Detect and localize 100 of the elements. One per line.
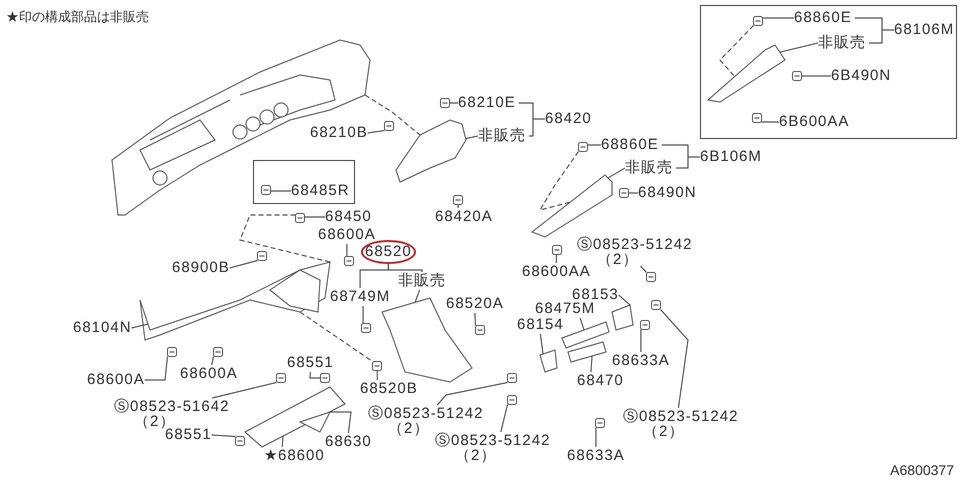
part-number: 68420A <box>435 208 493 226</box>
part-number: 6B490N <box>831 67 892 85</box>
assembly-line <box>538 151 579 211</box>
fastener-drawing <box>372 361 382 371</box>
fastener-drawing <box>640 320 650 330</box>
quantity-text: （2） <box>387 423 430 435</box>
leader-line <box>500 404 508 432</box>
fastener-drawing <box>257 251 267 261</box>
leader-line <box>449 102 458 104</box>
fastener-drawing <box>651 300 661 310</box>
leader-line <box>590 356 592 372</box>
leader-line <box>229 260 258 268</box>
fastener-drawing <box>578 142 588 152</box>
part-number: 68551 <box>287 354 334 372</box>
fastener-drawing <box>595 418 605 428</box>
lid-drawing <box>298 411 331 433</box>
leader-line <box>346 244 348 257</box>
fastener-drawing <box>384 121 394 131</box>
assembly-line <box>300 312 373 362</box>
leader-line <box>618 294 630 306</box>
quantity-text: （2） <box>133 416 176 428</box>
leader-line <box>640 329 642 352</box>
part-number: Ⓢ08523-51242 <box>368 405 484 422</box>
leader-line <box>309 372 321 378</box>
bracket-line <box>676 156 700 168</box>
part-number: 68490N <box>638 184 697 202</box>
part-number: 68633A <box>567 447 625 465</box>
fastener-drawing <box>320 373 330 383</box>
bracket-part-drawing <box>539 349 558 373</box>
part-number: 68470 <box>577 372 624 390</box>
part-number: ★68600 <box>264 447 325 465</box>
leader-line <box>556 254 557 264</box>
inset-frame <box>700 5 957 139</box>
fastener-drawing <box>552 245 562 255</box>
part-number: 68600A <box>180 365 238 383</box>
bracket-line <box>388 264 422 272</box>
bracket-line <box>528 118 546 136</box>
note-text: 非販売 <box>625 159 673 177</box>
fastener-drawing <box>167 347 177 357</box>
inset-frame <box>253 160 355 204</box>
leader-line <box>376 370 378 380</box>
part-number: 68600A <box>87 371 145 389</box>
fastener-drawing <box>475 325 485 335</box>
lower-panel-drawing <box>140 261 331 341</box>
leader-line <box>587 144 602 146</box>
note-text: 非販売 <box>478 127 526 145</box>
part-number: 68104N <box>73 319 132 337</box>
leader-line <box>580 318 584 330</box>
note-text: ★印の構成部品は非販売 <box>6 8 149 26</box>
part-number: Ⓢ08523-51642 <box>114 398 230 416</box>
leader-line <box>628 192 638 194</box>
quantity-text: （2） <box>596 254 640 266</box>
part-number: 68106M <box>894 21 954 39</box>
fastener-drawing <box>213 347 223 357</box>
part-number: 68900B <box>172 259 230 277</box>
fastener-drawing <box>646 272 656 282</box>
fastener-drawing <box>752 112 762 122</box>
part-number: Ⓢ08523-51242 <box>623 408 738 426</box>
leader-line <box>131 324 148 328</box>
fastener-drawing <box>453 195 463 205</box>
part-number: 68860E <box>601 136 659 154</box>
part-number: 68420 <box>545 110 592 128</box>
quantity-text: （2） <box>454 450 498 462</box>
part-number: 68860E <box>794 9 852 27</box>
fastener-drawing <box>792 70 802 80</box>
part-number: 68630 <box>325 433 372 451</box>
leader-line <box>414 290 420 303</box>
part-number: 68600AA <box>522 263 591 281</box>
fastener-drawing <box>276 373 286 383</box>
side-trim-drawing <box>706 44 786 102</box>
note-text: 非販売 <box>398 272 446 290</box>
part-number: 6B106M <box>700 148 762 166</box>
drawing-number: A6800377 <box>890 462 954 478</box>
leader-line <box>330 412 352 434</box>
part-number: 68551 <box>165 426 212 444</box>
leader-line <box>595 427 596 448</box>
leader-line <box>474 312 476 326</box>
assembly-line <box>239 214 330 262</box>
part-number: Ⓢ08523-51242 <box>435 432 550 450</box>
leader-line <box>211 434 236 437</box>
part-number: 68154 <box>517 316 564 334</box>
part-number: 68210E <box>458 94 516 112</box>
leader-line <box>608 168 626 178</box>
part-number: 68210B <box>310 124 368 142</box>
part-number: 68520B <box>360 380 418 398</box>
highlighted-part-number: 68520 <box>361 240 416 264</box>
part-number: Ⓢ08523-51242 <box>577 236 692 254</box>
part-number: 68520A <box>446 295 504 313</box>
pocket-drawing <box>567 341 607 363</box>
leader-line <box>212 382 277 398</box>
bracket-part-drawing <box>611 304 634 331</box>
leader-line <box>362 306 364 324</box>
leader-line <box>282 436 284 448</box>
fastener-drawing <box>235 436 245 446</box>
part-number: 68633A <box>612 352 670 370</box>
part-number: 68485R <box>291 182 350 200</box>
fastener-drawing <box>752 16 762 26</box>
leader-line <box>270 190 292 192</box>
fastener-drawing <box>260 184 270 194</box>
leader-line <box>640 266 647 273</box>
